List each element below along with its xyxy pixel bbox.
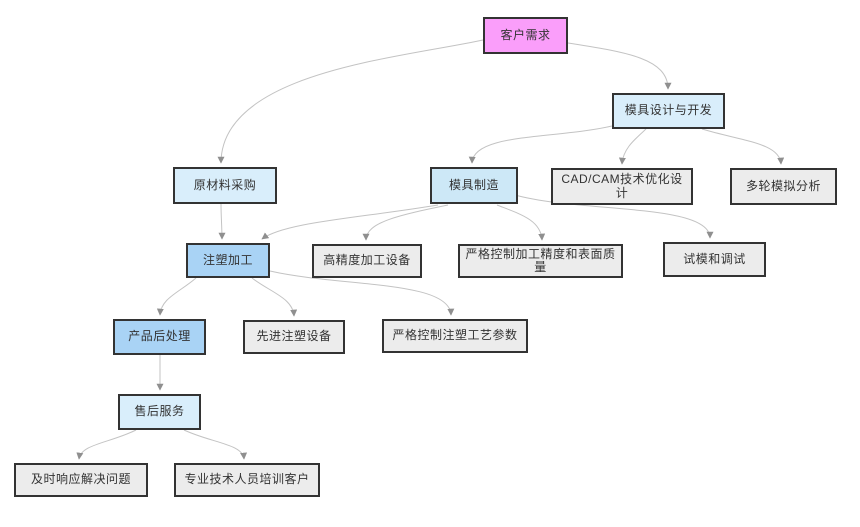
edge-mold-manufacturing-to-injection-molding xyxy=(261,204,439,240)
node-cad-cam: CAD/CAM技术优化设计 xyxy=(551,168,693,205)
node-simulation: 多轮模拟分析 xyxy=(730,168,837,205)
edge-after-sales-to-timely-response xyxy=(76,429,137,460)
edge-customer-demand-to-raw-material xyxy=(217,39,484,164)
node-strict-precision-quality: 严格控制加工精度和表面质量 xyxy=(458,244,623,278)
node-mold-manufacturing: 模具制造 xyxy=(430,167,518,204)
edge-customer-demand-to-mold-design xyxy=(567,42,672,90)
node-timely-response: 及时响应解决问题 xyxy=(14,463,148,497)
edge-mold-manufacturing-to-high-precision-equipment xyxy=(362,204,449,241)
edge-mold-design-to-mold-manufacturing xyxy=(468,125,613,164)
node-advanced-equipment: 先进注塑设备 xyxy=(243,320,345,354)
node-injection-molding: 注塑加工 xyxy=(186,243,270,278)
edge-mold-manufacturing-to-strict-precision-quality xyxy=(496,204,546,241)
edge-injection-molding-to-advanced-equipment xyxy=(251,277,298,317)
node-high-precision-equipment: 高精度加工设备 xyxy=(312,244,422,278)
node-training-customers: 专业技术人员培训客户 xyxy=(174,463,320,497)
edge-raw-material-to-injection-molding xyxy=(218,203,226,240)
edge-mold-design-to-simulation xyxy=(701,128,785,165)
node-post-processing: 产品后处理 xyxy=(113,319,206,355)
node-mold-design: 模具设计与开发 xyxy=(612,93,725,129)
edge-mold-design-to-cad-cam xyxy=(618,128,647,165)
edge-injection-molding-to-post-processing xyxy=(156,277,197,316)
node-raw-material: 原材料采购 xyxy=(173,167,277,204)
node-strict-process-params: 严格控制注塑工艺参数 xyxy=(382,319,528,353)
node-customer-demand: 客户需求 xyxy=(483,17,568,54)
node-after-sales: 售后服务 xyxy=(118,394,201,430)
edge-injection-molding-to-strict-process-params xyxy=(269,270,455,316)
edge-after-sales-to-training-customers xyxy=(183,429,248,460)
edge-mold-manufacturing-to-mold-trial xyxy=(514,194,714,239)
node-mold-trial: 试模和调试 xyxy=(663,242,766,277)
